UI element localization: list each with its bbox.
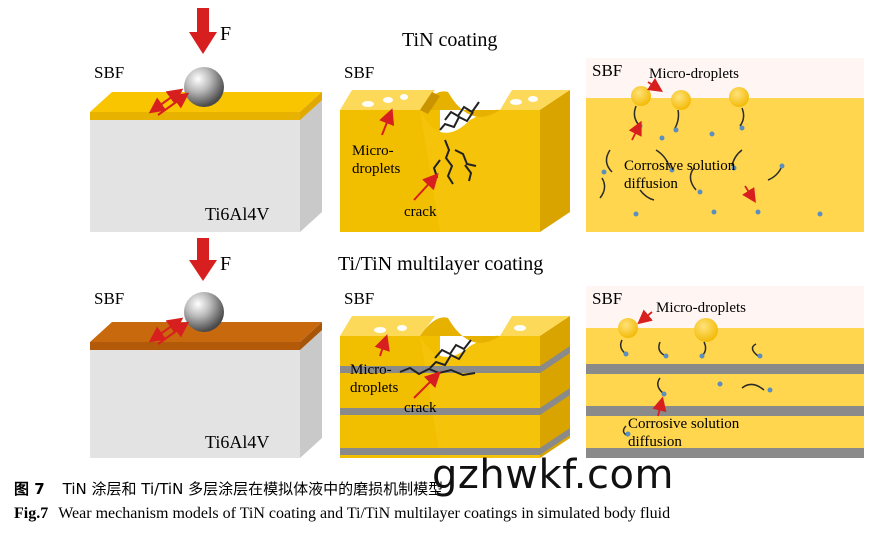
row2-micro-label: Micro- droplets	[350, 362, 398, 396]
caption-chinese: 图 7 TiN 涂层和 Ti/TiN 多层涂层在模拟体液中的磨损机制模型	[14, 478, 874, 499]
watermark-text: gzhwkf.com	[432, 452, 674, 498]
caption-en-text: Wear mechanism models of TiN coating and…	[58, 505, 671, 522]
row2-droplets	[618, 318, 718, 342]
row2-ti-layers	[340, 346, 570, 455]
row2-diffusion-line1: Corrosive solution	[628, 416, 740, 432]
row2-ball	[184, 292, 224, 332]
row1-micro-droplets-label: Micro-droplets	[649, 66, 739, 82]
row2-title: Ti/TiN multilayer coating	[338, 253, 543, 275]
row1-force-arrow	[189, 8, 217, 54]
row2-sbf-left: SBF	[94, 289, 124, 308]
row2-diffusion-arrow	[652, 396, 667, 417]
row2-diffusion-line2: diffusion	[628, 434, 682, 450]
row2-force-label: F	[220, 253, 231, 275]
row2-force-arrow	[189, 238, 217, 281]
row1-droplet-arrow	[647, 78, 663, 92]
row1-sbf-left: SBF	[94, 63, 124, 82]
row1-diffusion-label: Corrosive solution diffusion	[624, 158, 739, 192]
row1-micro-line2: droplets	[352, 161, 400, 177]
row1-diffusion-arrow-2	[742, 185, 756, 204]
row1-surface-droplets	[362, 94, 538, 107]
row2-surface-droplets	[374, 325, 526, 333]
row1-crack-arrow	[413, 173, 439, 201]
row1-force-label: F	[220, 23, 231, 45]
row1-sbf-right: SBF	[592, 61, 622, 80]
wear-mechanism-figure: TiN coating F SBF Ti6Al4V	[90, 8, 864, 458]
caption-cn-number: 图 7	[14, 480, 45, 498]
row1-crack-label: crack	[404, 204, 437, 220]
row2-sbf-right: SBF	[592, 289, 622, 308]
row1-diffusion-paths	[599, 105, 783, 201]
caption-cn-text: TiN 涂层和 Ti/TiN 多层涂层在模拟体液中的磨损机制模型	[62, 480, 444, 498]
row1-substrate-label: Ti6Al4V	[205, 204, 269, 224]
row1-diffusion-arrow	[628, 120, 642, 141]
row2-crack-arrow	[413, 371, 441, 399]
row2-droplet-arrow	[637, 309, 653, 325]
row2-micro-droplets-label: Micro-droplets	[656, 300, 746, 316]
row2-sbf-mid: SBF	[344, 289, 374, 308]
row1-micro-arrow	[379, 108, 395, 136]
row1-ball	[184, 67, 224, 107]
row2-ions	[623, 351, 773, 437]
row2-slide-arrow-2	[157, 321, 190, 345]
row2-micro-line1: Micro-	[350, 362, 392, 378]
row1-micro-label: Micro- droplets	[352, 143, 400, 177]
row1-micro-line1: Micro-	[352, 143, 394, 159]
row2-substrate-block	[90, 322, 322, 458]
row2-substrate-label: Ti6Al4V	[205, 432, 269, 452]
row2-crack	[399, 339, 476, 377]
row1-diffusion-line1: Corrosive solution	[624, 158, 736, 174]
row2-diffusion-label: Corrosive solution diffusion	[628, 416, 743, 450]
row1-diffusion-line2: diffusion	[624, 176, 678, 192]
row1-droplets	[631, 86, 749, 110]
caption-en-number: Fig.7	[14, 505, 49, 522]
row2-micro-line2: droplets	[350, 380, 398, 396]
row1-slide-arrow-2	[157, 92, 190, 116]
row1-sbf-mid: SBF	[344, 63, 374, 82]
row1-substrate-block	[90, 92, 322, 232]
row1-title: TiN coating	[402, 29, 497, 51]
row2-micro-arrow	[374, 334, 390, 357]
caption-english: Fig.7 Wear mechanism models of TiN coatin…	[14, 505, 874, 523]
row2-section	[586, 286, 864, 458]
row2-crack-label: crack	[404, 400, 437, 416]
row1-section	[586, 58, 864, 232]
